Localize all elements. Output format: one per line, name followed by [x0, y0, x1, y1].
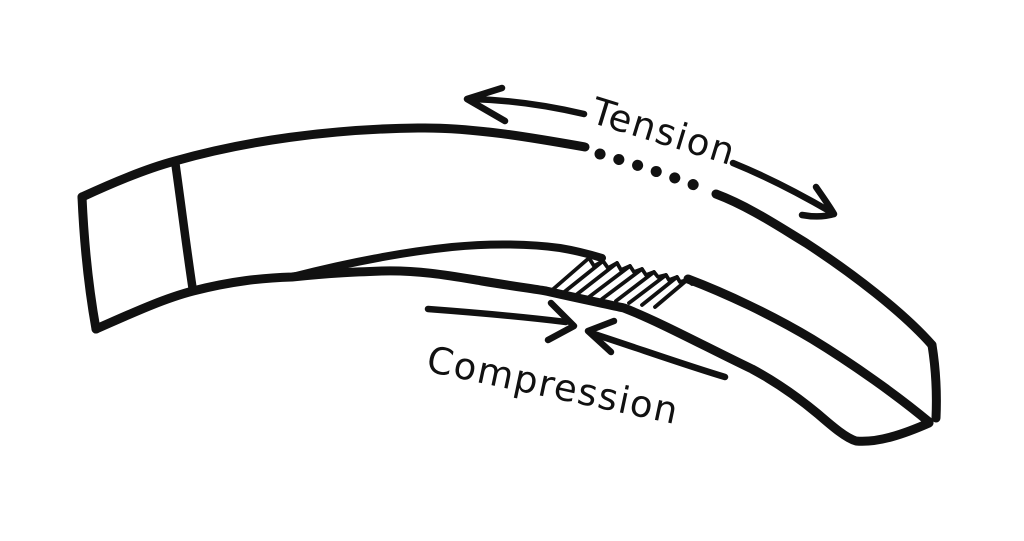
beam-top-edge-left	[77, 123, 590, 202]
compression-arrow-right-head	[584, 317, 618, 356]
wrinkle-stroke	[614, 270, 656, 303]
tension-arrow-right-head	[798, 183, 838, 220]
wrinkle-stroke	[653, 278, 689, 309]
tension-annotation: Tension	[463, 84, 838, 220]
wrinkle-stroke	[600, 267, 644, 301]
wrinkle-jagged-top	[587, 256, 694, 286]
beam-right-end-edge	[927, 340, 941, 423]
beam	[77, 123, 941, 446]
tension-arrow-left-head	[463, 84, 509, 125]
beam-front-edge-right	[683, 274, 934, 427]
beam-front-edge-left	[288, 240, 606, 281]
compression-arrow-left-head	[544, 299, 578, 344]
tension-dotted-line	[594, 148, 711, 195]
compression-arrow-left-icon	[424, 299, 578, 344]
wrinkle-stroke	[627, 273, 668, 305]
tension-arrow-right-shaft	[729, 159, 835, 216]
wrinkle-stroke	[549, 256, 591, 293]
wrinkle-stroke	[587, 264, 632, 299]
compression-annotation: Compression	[423, 299, 729, 433]
beam-bottom-edge	[91, 266, 934, 446]
beam-top-edge-right	[711, 189, 937, 350]
tension-arrow-left-icon	[463, 84, 588, 125]
beam-left-end-edge	[77, 192, 101, 334]
tension-arrow-right-icon	[729, 159, 838, 220]
compression-arrow-right-icon	[584, 317, 729, 381]
beam-end-face-divider	[170, 156, 198, 296]
compression-wrinkles	[549, 256, 694, 309]
wrinkle-stroke	[640, 275, 679, 307]
compression-arrow-left-shaft	[424, 305, 570, 326]
tension-label: Tension	[585, 89, 741, 174]
tension-arrow-left-shaft	[468, 95, 588, 118]
compression-arrow-right-shaft	[590, 330, 729, 381]
